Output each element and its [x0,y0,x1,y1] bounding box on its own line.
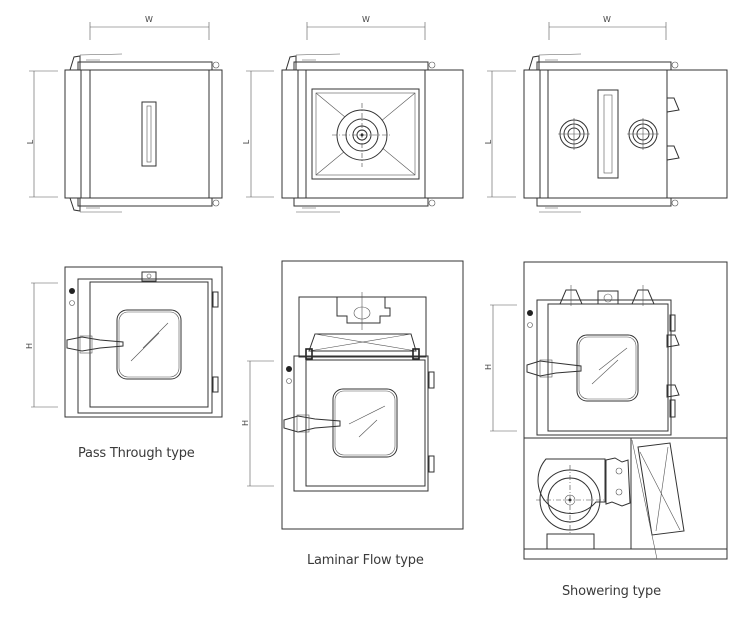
length-label: L [26,139,35,144]
height-dimension: H [484,304,517,432]
height-label: H [25,343,34,349]
width-label: W [145,15,153,24]
length-dimension: L [26,70,58,198]
width-dimension: W [89,15,210,40]
width-dimension: W [548,15,667,40]
height-label: H [484,364,493,370]
width-label: W [603,15,611,24]
nozzle-right [627,118,659,150]
top-view-pass-through: W L [26,15,223,213]
front-view-laminar-flow: H [241,260,464,530]
top-view-laminar-flow: W L [242,15,464,213]
caption-showering: Showering type [562,584,661,599]
width-label: W [362,15,370,24]
nozzle-left [558,118,590,150]
caption-pass-through: Pass Through type [78,446,195,461]
width-dimension: W [306,15,426,40]
length-label: L [484,139,493,144]
top-view-showering: W L [484,15,728,213]
front-view-showering: H [484,261,728,560]
height-dimension: H [241,360,274,487]
hepa-filter [631,439,685,560]
height-label: H [241,420,250,426]
length-label: L [242,139,251,144]
caption-laminar-flow: Laminar Flow type [307,553,424,568]
height-dimension: H [25,282,58,408]
length-dimension: L [242,70,274,198]
length-dimension: L [484,70,516,198]
front-view-pass-through: H [25,266,223,418]
blower [536,457,631,550]
